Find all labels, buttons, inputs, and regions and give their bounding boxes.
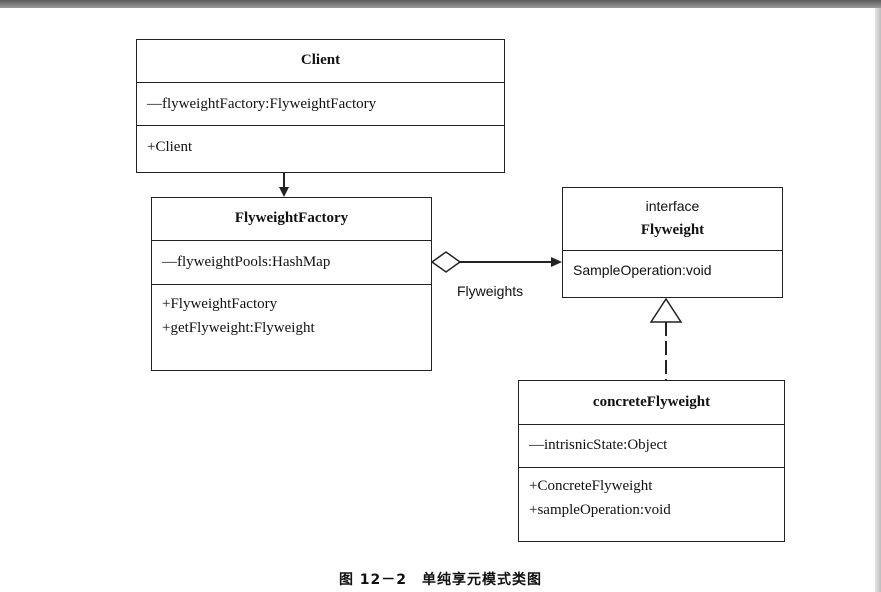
client-class-name: Client bbox=[137, 40, 504, 83]
aggregation-diamond bbox=[430, 251, 462, 273]
right-edge-shadow bbox=[875, 8, 881, 592]
client-class: Client —flyweightFactory:FlyweightFactor… bbox=[136, 39, 505, 173]
factory-to-flyweight-arrowhead bbox=[551, 257, 562, 267]
figure-caption: 图 12－2 单纯享元模式类图 bbox=[338, 572, 543, 588]
flyweight-factory-class: FlyweightFactory —flyweightPools:HashMap… bbox=[151, 197, 432, 371]
flyweight-factory-operations: +FlyweightFactory +getFlyweight:Flyweigh… bbox=[152, 285, 431, 340]
flyweight-factory-attribute: —flyweightPools:HashMap bbox=[162, 254, 331, 270]
concrete-flyweight-attributes: —intrisnicState:Object bbox=[519, 425, 784, 468]
concrete-flyweight-operations: +ConcreteFlyweight +sampleOperation:void bbox=[519, 468, 784, 522]
top-edge-bar bbox=[0, 0, 881, 8]
flyweight-operation: SampleOperation:void bbox=[573, 262, 712, 278]
flyweight-stereotype: interface bbox=[645, 198, 700, 214]
client-operation: +Client bbox=[147, 139, 193, 155]
client-to-factory-arrowhead bbox=[279, 187, 289, 197]
concrete-flyweight-attribute: —intrisnicState:Object bbox=[529, 437, 668, 453]
concrete-flyweight-operation: +sampleOperation:void bbox=[529, 502, 671, 518]
client-operations: +Client bbox=[137, 126, 504, 159]
flyweight-interface-header: interface Flyweight bbox=[563, 188, 782, 251]
flyweight-factory-class-name: FlyweightFactory bbox=[152, 198, 431, 241]
realization-triangle bbox=[649, 297, 683, 323]
flyweight-interface-name: Flyweight bbox=[640, 222, 705, 238]
association-label: Flyweights bbox=[457, 283, 524, 299]
flyweight-interface: interface Flyweight SampleOperation:void bbox=[562, 187, 783, 298]
client-attribute: —flyweightFactory:FlyweightFactory bbox=[147, 96, 377, 112]
flyweight-factory-operation: +FlyweightFactory bbox=[162, 296, 278, 312]
flyweight-factory-operation: +getFlyweight:Flyweight bbox=[162, 320, 315, 336]
client-attributes: —flyweightFactory:FlyweightFactory bbox=[137, 83, 504, 126]
concrete-flyweight-operation: +ConcreteFlyweight bbox=[529, 478, 653, 494]
concrete-flyweight-class: concreteFlyweight —intrisnicState:Object… bbox=[518, 380, 785, 542]
flyweight-factory-attributes: —flyweightPools:HashMap bbox=[152, 241, 431, 285]
concrete-flyweight-class-name: concreteFlyweight bbox=[519, 381, 784, 425]
flyweight-operations: SampleOperation:void bbox=[563, 251, 782, 282]
